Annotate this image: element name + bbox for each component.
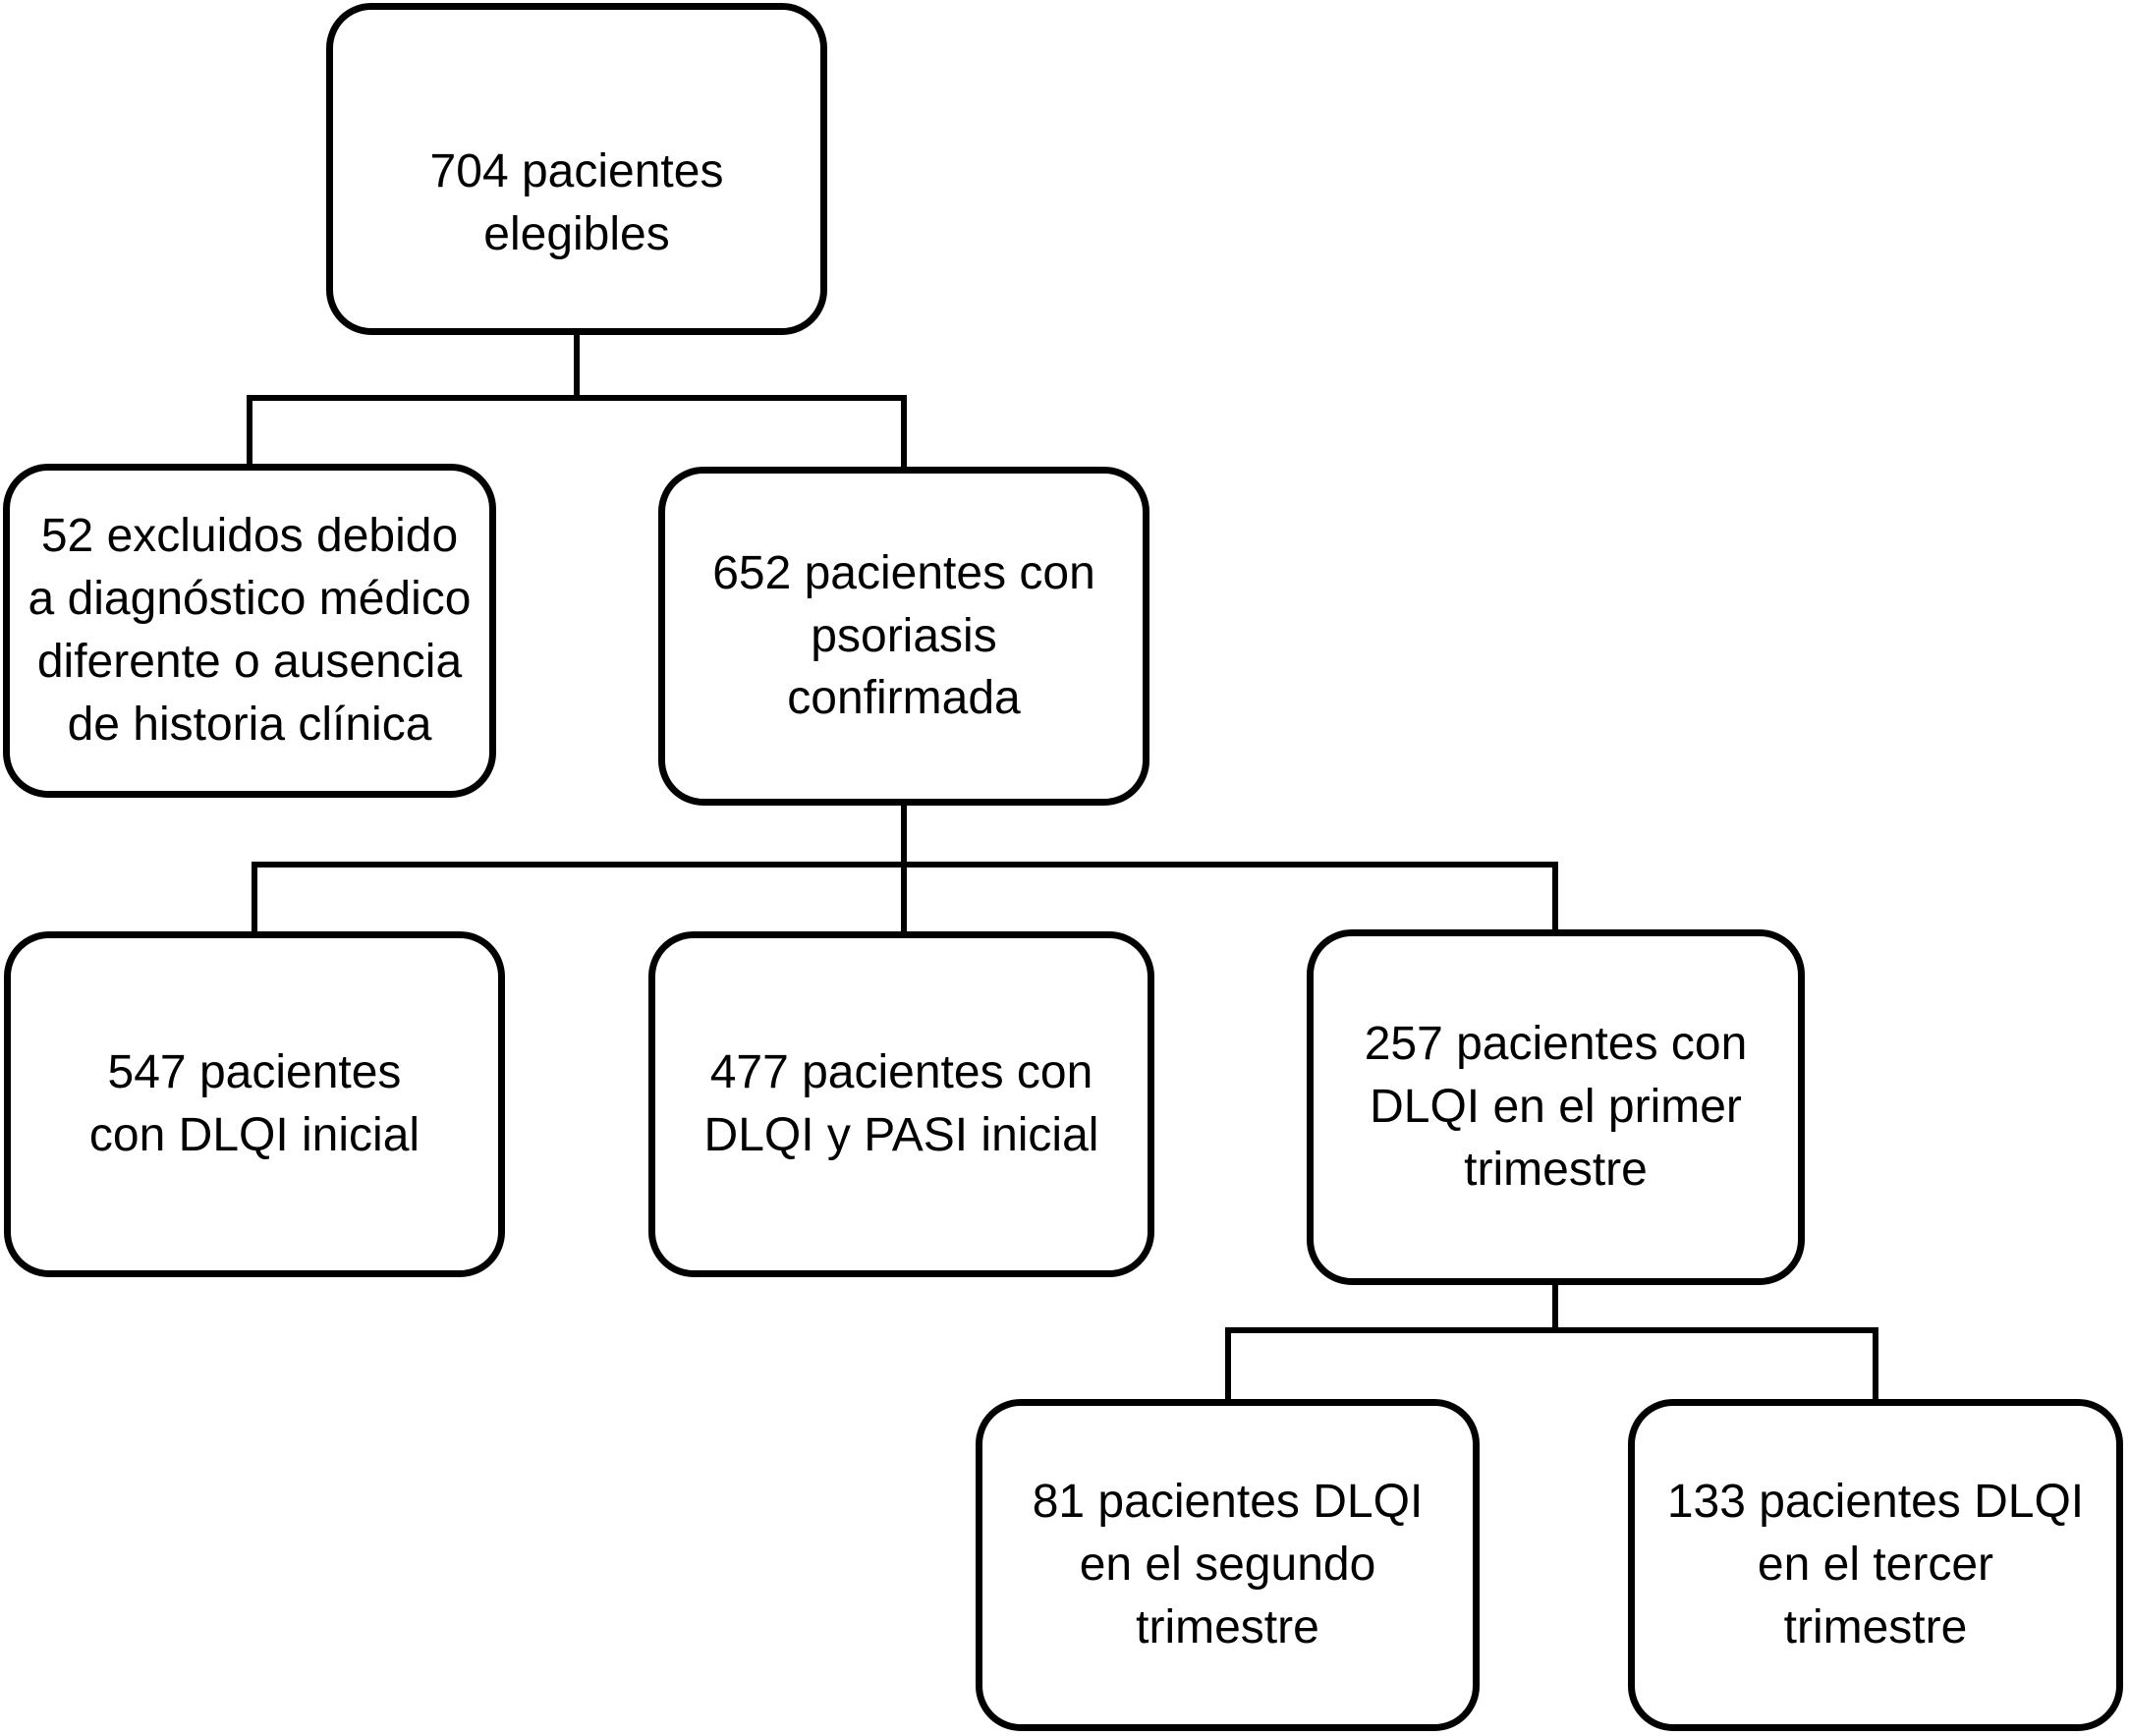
node-dlqi-pasi-initial: 477 pacientes con DLQI y PASI inicial: [648, 931, 1154, 1277]
node-excluded-patients: 52 excluidos debido a diagnóstico médico…: [3, 464, 496, 798]
node-dlqi-first-trimester: 257 pacientes con DLQI en el primer trim…: [1307, 929, 1805, 1285]
node-confirmed-psoriasis: 652 pacientes con psoriasis confirmada: [658, 467, 1149, 806]
node-dlqi-second-trimester: 81 pacientes DLQI en el segundo trimestr…: [976, 1399, 1480, 1731]
node-dlqi-initial: 547 pacientes con DLQI inicial: [4, 931, 505, 1277]
node-dlqi-third-trimester: 133 pacientes DLQI en el tercer trimestr…: [1628, 1399, 2123, 1731]
node-eligible-patients: 704 pacientes elegibles: [326, 3, 827, 335]
